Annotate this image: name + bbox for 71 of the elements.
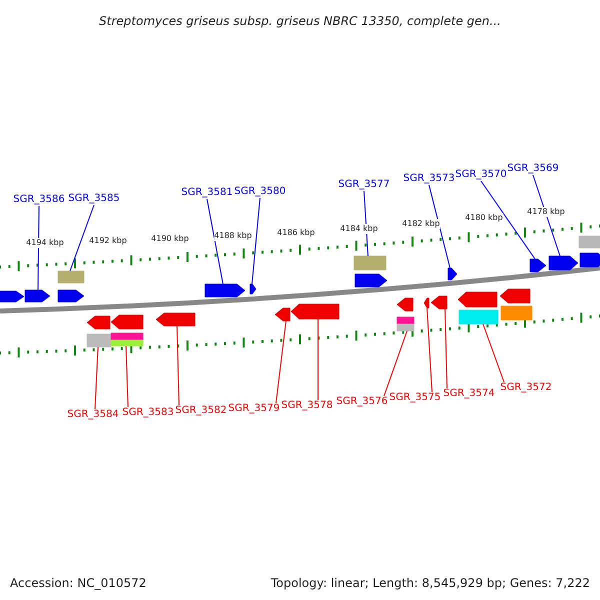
- gene-label: SGR_3569: [507, 163, 559, 175]
- leader-line: [482, 324, 504, 382]
- leader-line: [444, 308, 448, 388]
- gene-block: [548, 256, 578, 270]
- leader-line: [532, 174, 560, 256]
- gene-label: SGR_3578: [281, 400, 333, 412]
- gene-label: SGR_3573: [403, 173, 455, 185]
- gene-label: SGR_3581: [181, 187, 233, 199]
- gene-label: SGR_3572: [500, 382, 552, 394]
- scale-label: 4194 kbp: [26, 238, 64, 248]
- scale-label: 4178 kbp: [527, 207, 565, 217]
- gene-block: [458, 292, 498, 308]
- leader-line: [126, 346, 128, 408]
- gene-label: SGR_3574: [443, 388, 495, 400]
- gene-label: SGR_3570: [455, 169, 507, 181]
- gene-label: SGR_3586: [13, 194, 65, 206]
- leader-line: [206, 198, 224, 284]
- feature-bar: [110, 332, 144, 340]
- gene-label: SGR_3580: [234, 186, 286, 198]
- gene-block: [274, 308, 290, 322]
- gene-block: [86, 316, 110, 330]
- scale-label: 4190 kbp: [151, 234, 189, 244]
- leader-line: [70, 204, 94, 272]
- leader-line: [252, 198, 260, 284]
- accession-note: Accession: NC_010572: [10, 575, 146, 592]
- gene-block: [58, 290, 84, 302]
- feature-bar: [396, 316, 414, 324]
- gene-block: [530, 258, 546, 272]
- leader-line: [176, 326, 180, 406]
- scale-label: 4188 kbp: [214, 231, 252, 241]
- gene-block: [250, 284, 256, 294]
- scale-label: 4186 kbp: [277, 228, 315, 238]
- leader-line: [428, 184, 450, 268]
- gene-label: SGR_3577: [338, 179, 390, 191]
- gene-label: SGR_3579: [228, 403, 280, 415]
- feature-bar: [458, 310, 498, 324]
- gene-label: SGR_3582: [175, 405, 227, 417]
- feature-bar: [58, 270, 84, 284]
- leader-line: [94, 346, 98, 410]
- gene-label: SGR_3576: [336, 396, 388, 408]
- gene-block: [448, 268, 458, 280]
- genome-summary: Topology: linear; Length: 8,545,929 bp; Genes: 7,222: [270, 575, 590, 592]
- feature-bar: [110, 340, 144, 346]
- scale-label: 4184 kbp: [340, 224, 378, 234]
- gene-block: [396, 298, 414, 312]
- scale-label: 4182 kbp: [402, 219, 440, 229]
- title: Streptomyces griseus subsp. griseus NBRC 13350, complete gen...: [98, 13, 502, 30]
- gene-block: [580, 252, 600, 268]
- feature-bar: [396, 324, 414, 332]
- leader-line: [426, 308, 432, 392]
- feature-bar: [354, 256, 386, 270]
- feature-bar: [86, 334, 112, 348]
- gene-block: [24, 290, 50, 302]
- gene-block: [354, 274, 388, 288]
- leader-line: [38, 206, 40, 290]
- scale-label: 4192 kbp: [89, 236, 127, 246]
- gene-block: [204, 284, 246, 298]
- gene-block: [110, 314, 144, 330]
- gene-block: [500, 288, 530, 304]
- gene-label: SGR_3584: [67, 409, 119, 421]
- feature-bar: [578, 236, 600, 248]
- gene-label: SGR_3575: [389, 392, 441, 404]
- feature-bar: [500, 306, 532, 320]
- leader-line: [276, 320, 286, 404]
- leader-line: [480, 180, 536, 260]
- gene-block: [156, 312, 196, 326]
- gene-block: [0, 290, 24, 302]
- gene-label: SGR_3585: [68, 193, 120, 205]
- leader-line: [384, 330, 408, 396]
- scale-label: 4180 kbp: [465, 213, 503, 223]
- gene-label: SGR_3583: [122, 407, 174, 419]
